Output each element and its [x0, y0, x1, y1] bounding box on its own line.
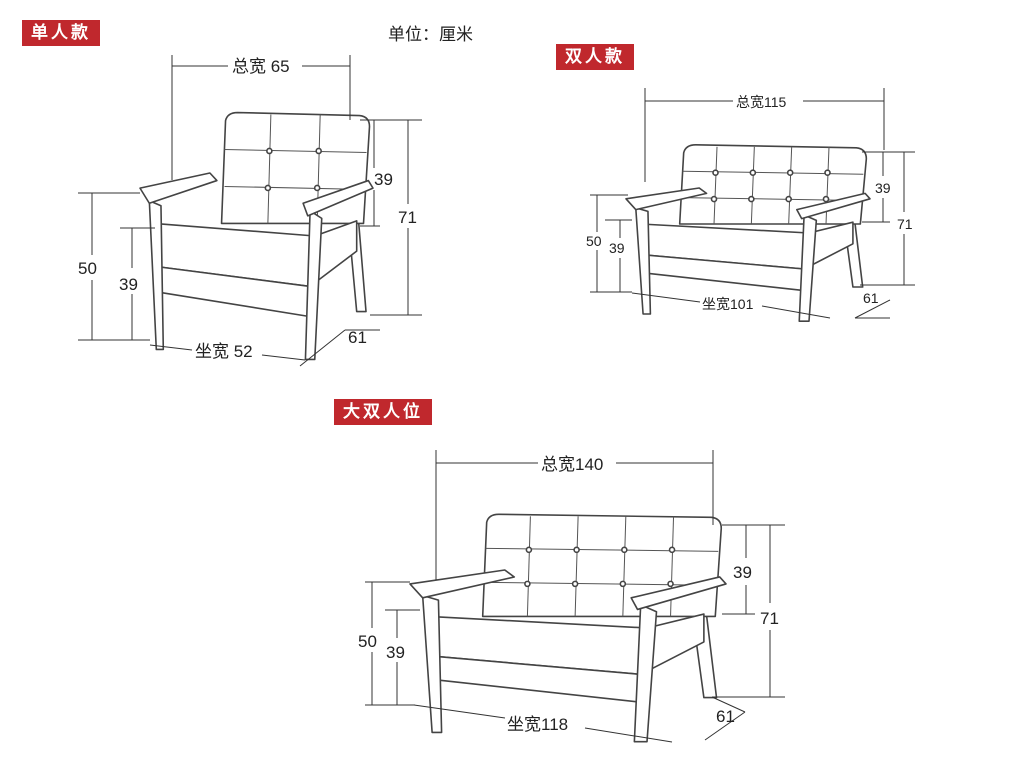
double-dimensions: 总宽115 39 71 50 39 坐宽101 61	[586, 88, 915, 319]
single-total-width: 总宽 65	[232, 57, 290, 76]
double-total-height: 71	[897, 216, 913, 232]
model-tag-double: 双人款	[556, 44, 634, 70]
single-total-height: 71	[398, 208, 417, 227]
single-back-height: 39	[374, 170, 393, 189]
double-total-width: 总宽115	[736, 94, 787, 110]
single-dimensions: 总宽 65 39 71 50 39 坐宽 52 61	[78, 55, 422, 367]
large-total-height: 71	[760, 609, 779, 628]
double-seat-width: 坐宽101	[702, 296, 754, 312]
large-back-height: 39	[733, 563, 752, 582]
model-tag-single: 单人款	[22, 20, 100, 46]
double-back-height: 39	[875, 180, 891, 196]
large-seat-width: 坐宽118	[507, 715, 568, 734]
sofa-drawings	[139, 111, 871, 743]
double-sofa-drawing	[625, 144, 871, 322]
large-depth: 61	[716, 707, 735, 726]
large-seat-height: 39	[386, 643, 405, 662]
large-total-width: 总宽140	[541, 455, 603, 474]
single-seat-width: 坐宽 52	[195, 342, 253, 361]
large-double-sofa-drawing	[409, 513, 727, 743]
single-arm-height: 50	[78, 259, 97, 278]
single-sofa-drawing	[139, 111, 374, 361]
single-depth: 61	[348, 328, 367, 347]
double-depth: 61	[863, 290, 879, 306]
large-double-dimensions: 总宽140 39 71 50 39 坐宽118 61	[358, 450, 785, 743]
double-seat-height: 39	[609, 240, 625, 256]
single-seat-height: 39	[119, 275, 138, 294]
large-arm-height: 50	[358, 632, 377, 651]
model-tag-large-double: 大双人位	[334, 399, 432, 425]
unit-label: 单位：厘米	[388, 25, 473, 45]
double-arm-height: 50	[586, 233, 602, 249]
